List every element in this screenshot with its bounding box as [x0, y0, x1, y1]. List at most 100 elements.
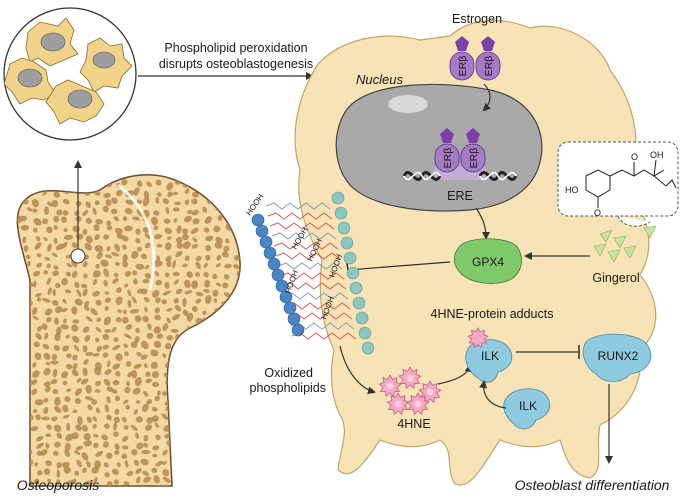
- bone-pore: [121, 179, 128, 186]
- bone-pore: [206, 381, 210, 387]
- bone-pore: [36, 435, 44, 442]
- bone-pore: [202, 435, 210, 442]
- bone-pore: [53, 215, 60, 223]
- bone-pore: [123, 481, 130, 486]
- bone-pore: [17, 433, 21, 439]
- bone-pore: [167, 191, 173, 198]
- bone-pore: [62, 198, 70, 205]
- bone-pore: [17, 274, 22, 278]
- bone-pore: [231, 191, 238, 198]
- bone-pore: [74, 298, 83, 306]
- bone-pore: [172, 351, 182, 358]
- bone-pore: [134, 336, 140, 344]
- bone-pore: [96, 252, 103, 260]
- bone-pore: [71, 270, 78, 279]
- bone-pore: [34, 462, 39, 467]
- bone-pore: [35, 332, 42, 340]
- bone-pore: [211, 388, 221, 393]
- bone-pore: [117, 309, 122, 313]
- bone-pore: [113, 272, 119, 278]
- bone-pore: [185, 362, 191, 369]
- bone-pore: [235, 318, 241, 325]
- magnify-spot: [70, 248, 86, 264]
- bone-pore: [204, 368, 212, 376]
- lipid-tail: [279, 272, 345, 280]
- bone-pore: [134, 376, 142, 386]
- peroxidation-line-1: Phospholipid peroxidation: [164, 41, 307, 55]
- bone-pore: [62, 414, 70, 419]
- bone-pore: [66, 353, 72, 359]
- bone-pore: [104, 404, 110, 413]
- bone-pore: [142, 470, 149, 477]
- bone-pore: [64, 184, 70, 190]
- bone-pore: [114, 395, 121, 402]
- bone-pore: [190, 388, 200, 396]
- bone-pore: [184, 290, 193, 295]
- bone-pore: [130, 425, 138, 431]
- bone-pore: [195, 255, 202, 262]
- bone-pore: [71, 369, 79, 377]
- gingerol-structure: O OH HO O: [557, 141, 679, 227]
- bone-pore: [46, 263, 51, 269]
- hne-star-core: [394, 400, 402, 408]
- bone-pore: [156, 390, 161, 396]
- bone-pore: [176, 453, 182, 458]
- bone-pore: [153, 326, 161, 334]
- hne-star-core: [426, 388, 434, 396]
- bone-pore: [220, 479, 229, 486]
- bone-pore: [202, 450, 207, 457]
- bone-pore: [17, 418, 20, 423]
- bone-pore: [195, 291, 204, 297]
- bone-pore: [170, 328, 179, 333]
- osteoporosis-label: Osteoporosis: [17, 477, 99, 493]
- bone-pore: [202, 206, 208, 213]
- bone-pore: [32, 379, 38, 385]
- bone-pore: [155, 297, 161, 304]
- bone-pore: [147, 323, 152, 330]
- lipid-head-outer: [291, 323, 305, 337]
- bone-pore: [126, 470, 134, 476]
- bone-pore: [222, 190, 229, 196]
- bone-pore: [215, 434, 221, 439]
- bone-pore: [173, 467, 179, 474]
- lipid-head-inner: [343, 251, 357, 265]
- bone-pore: [233, 223, 237, 232]
- bone-pore: [95, 380, 102, 387]
- bone-pore: [172, 313, 181, 321]
- bone-pore: [133, 459, 140, 466]
- bone-pore: [123, 399, 129, 405]
- bone-pore: [71, 478, 77, 484]
- bone-pore: [191, 377, 198, 384]
- lipid-tail: [275, 252, 341, 260]
- bone-pore: [241, 271, 248, 278]
- bone-pore: [111, 389, 118, 394]
- bone-pore: [42, 182, 49, 188]
- bone-pore: [190, 181, 198, 187]
- bone-pore: [86, 460, 91, 468]
- bone-pore: [241, 317, 248, 323]
- bone-pore: [224, 238, 230, 244]
- bone-pore: [43, 367, 51, 376]
- bone-pore: [131, 449, 138, 456]
- lipid-head-inner: [346, 266, 360, 280]
- bone-pore: [84, 242, 92, 251]
- bone-pore: [231, 381, 240, 388]
- bone-pore: [224, 456, 231, 466]
- bone-pore: [173, 218, 178, 223]
- bone-pore: [47, 478, 51, 484]
- bone-pore: [143, 434, 149, 442]
- bone-pore: [82, 182, 88, 188]
- lipid-tail: [291, 332, 357, 340]
- bone-pore: [156, 243, 163, 248]
- bone-pore: [101, 434, 108, 441]
- bone-pore: [17, 471, 21, 477]
- bone-pore: [195, 261, 201, 269]
- bone-pore: [82, 209, 89, 217]
- bone-pore: [46, 201, 53, 207]
- bone-pore: [33, 280, 37, 288]
- bone-pore: [50, 360, 59, 365]
- bone-pore: [122, 488, 130, 496]
- bone-pore: [155, 197, 160, 204]
- bone-pore: [216, 424, 223, 434]
- lipid-head-outer: [251, 213, 265, 227]
